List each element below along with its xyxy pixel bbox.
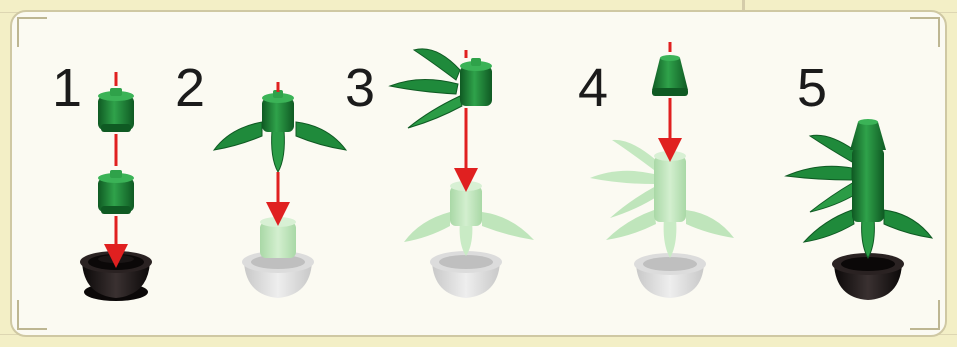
- step-2-number: 2: [175, 58, 205, 118]
- top-divider-tick: [742, 0, 745, 18]
- step-3-ghost-stack: [404, 181, 534, 256]
- corner-ornament-bottom-left: [17, 300, 47, 330]
- step-5-number: 5: [797, 58, 827, 118]
- step-1-number: 1: [52, 58, 82, 118]
- step-5: 5: [784, 58, 934, 300]
- step-4: 4: [578, 42, 734, 298]
- step-1: 1: [52, 58, 152, 301]
- step-2-leaf-brick: [212, 90, 348, 174]
- step-2: 2: [175, 58, 348, 298]
- step-2-ghost-stack: [260, 217, 296, 258]
- step-1-round-brick-lower: [98, 170, 134, 214]
- step-3: 3: [345, 48, 534, 298]
- step-3-number: 3: [345, 58, 375, 118]
- step-4-ghost-plant: [590, 139, 734, 258]
- step-5-pot: [832, 253, 904, 300]
- step-5-finished-plant: [784, 119, 934, 260]
- step-3-leaf-brick: [388, 48, 492, 129]
- corner-ornament-bottom-right: [910, 300, 940, 330]
- step-1-round-brick-upper: [98, 88, 134, 132]
- step-2-pot-ghost: [242, 251, 314, 298]
- step-1-pot: [80, 251, 152, 301]
- corner-ornament-top-right: [910, 17, 940, 47]
- step-4-cone-brick: [652, 55, 688, 96]
- step-4-number: 4: [578, 58, 608, 118]
- corner-ornament-top-left: [17, 17, 47, 47]
- step-4-pot-ghost: [634, 253, 706, 298]
- step-3-pot-ghost: [430, 251, 502, 298]
